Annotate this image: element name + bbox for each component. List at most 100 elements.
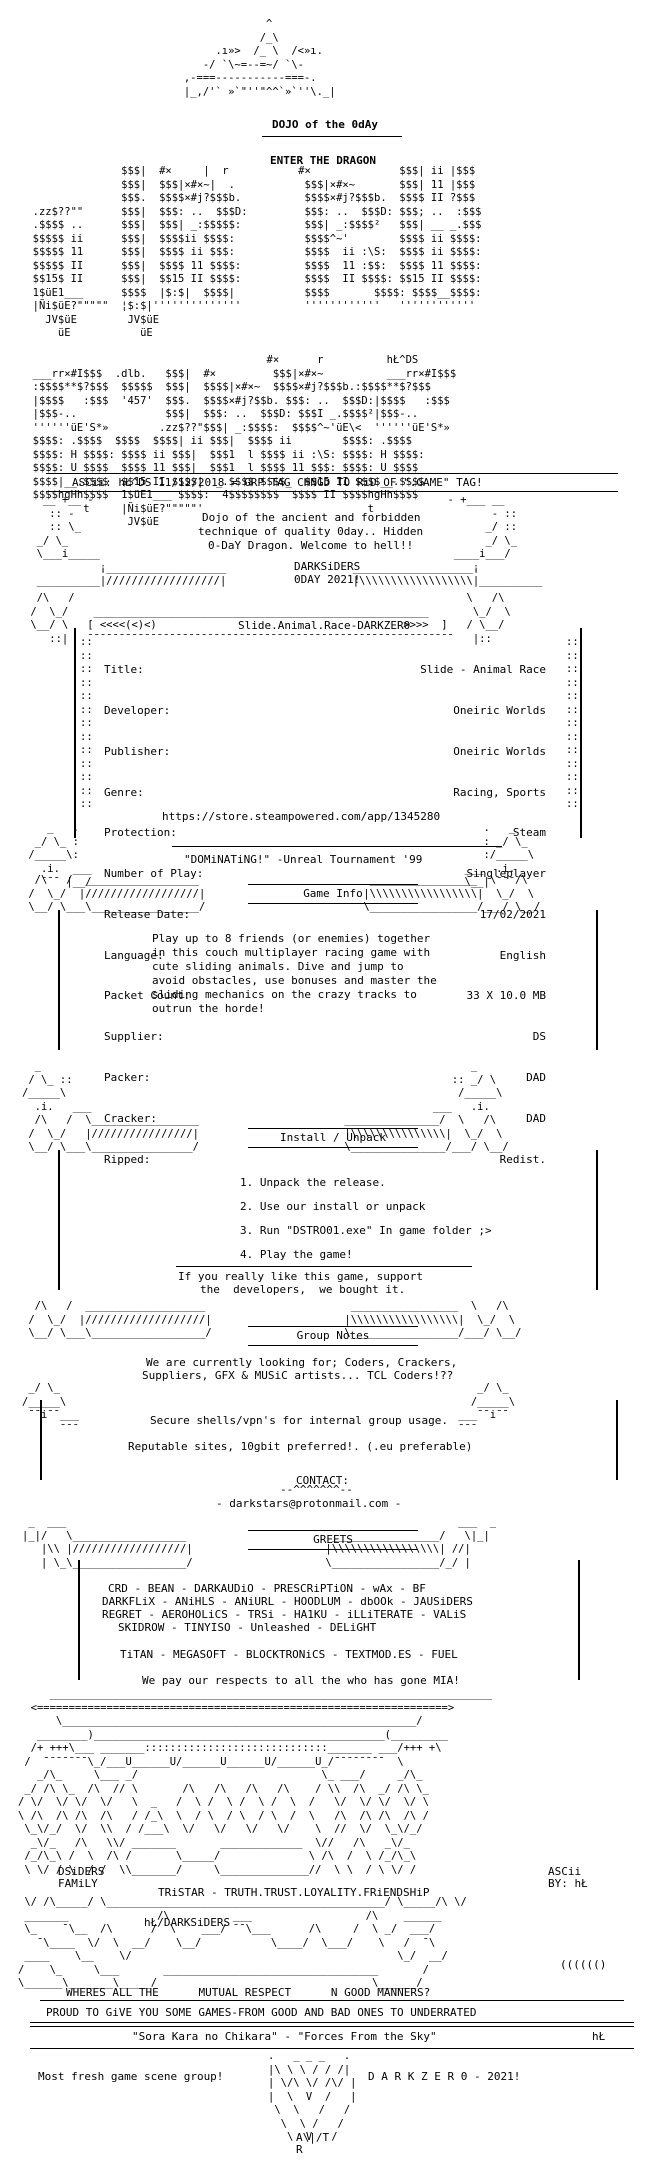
footer-chevrons: (((((() [560,1958,607,1971]
contact-label: CONTACT: [296,1474,349,1487]
game-info-line-4: avoid obstacles, use bonuses and master … [152,974,437,987]
greets-header-art: _ ___ ___ _ |_|/ \__________________ ___… [22,1516,497,1569]
footer-bridge-art: ________________________________________… [18,1688,493,1876]
sora-underline [30,2048,634,2049]
footer-signature: hŁ/DARKSiDERS [144,1916,231,1929]
quote-top-line [172,846,502,847]
footer-motto: TRiSTAR - TRUTH.TRUST.LOYALITY.FRiENDSHi… [158,1886,430,1899]
ascii-line-bottom [46,491,618,492]
release-name: Slide.Animal.Race-DARKZER0 [238,619,411,632]
section-group-notes: Group Notes [248,1326,418,1346]
release-info-table: Title:Slide - Animal Race Developer:Onei… [104,636,546,1193]
install-header-art: _ _ / \_ :: :: _/ \ /_____\ [22,1060,509,1153]
install-step-4: 4. Play the game! [240,1248,353,1261]
manners-underline [40,2000,624,2001]
game-info-line-3: cute sliding animals. Dive and jump to [152,960,404,973]
info-row: Number of Play:Singleplayer [104,867,546,881]
contact-email[interactable]: - darkstars@protonmail.com - [216,1497,402,1510]
intro-line-2: technique of quality 0day.. Hidden [198,525,424,538]
notes-header-art: /\ / ___________________ _______________… [28,1300,522,1339]
install-step-3: 3. Run "DSTRO01.exe" In game folder ;> [240,1224,492,1237]
info-row: Cracker:DAD [104,1111,546,1125]
footer-fresh: Most fresh game scene group! [38,2070,224,2083]
footer-manners: WHERES ALL THE MUTUAL RESPECT N GOOD MAN… [66,1986,431,1999]
proud-underline [30,2022,634,2027]
intro-line-1: Dojo of the ancient and forbidden [202,511,421,524]
footer-art-letters: A\|/T R [296,2131,330,2156]
info-row: Developer:Oneiric Worlds [104,703,546,717]
footer-sora: "Sora Kara no Chikara" - "Forces From th… [132,2030,437,2043]
install-left-border [58,1150,60,1290]
info-row: Title:Slide - Animal Race [104,663,546,677]
greets-line-5: TiTAN - MEGASOFT - BLOCKTRONiCS - TEXTMO… [120,1648,458,1661]
quote-frame-art: _ . . _ _/ \_ : : _/ \_ /_____\: [28,822,535,888]
info-right-colons: :: :: :: :: :: :: :: :: :: :: :: :: :: [566,636,579,810]
notes2-line-2: Reputable sites, 10gbit preferred!. (.eu… [128,1440,473,1453]
game-right-border [596,910,598,1050]
contact-wave: --^^^^^^^-- [280,1483,353,1496]
greets-line-2: DARKFLiX - ANiHLS - ANiURL - HOODLUM - d… [102,1595,473,1608]
notes-line-1: We are currently looking for; Coders, Cr… [146,1356,458,1369]
greets-left-border [78,1560,80,1680]
logo-letters-art: $$$| #× | r #× $$$| ii |$$$ $$$| $$$|×#×… [32,165,482,528]
install-step-1: 1. Unpack the release. [240,1176,386,1189]
ascii-line-top [46,473,618,474]
notes2-line-1: Secure shells/vpn's for internal group u… [150,1414,449,1427]
intro-frame-art: __ +__ - - +___ __ :: - - :: :: \_ [36,494,543,587]
game-info-line-2: in this couch multiplayer racing game wi… [152,946,431,959]
info-right-border [580,628,582,838]
footer-sora-tag: hŁ [592,2030,606,2043]
greets-line-3: REGRET - AEROHOLiCS - TRSi - HA1KU - iLL… [102,1608,467,1621]
logo-enter-dragon: ENTER THE DRAGON [270,154,376,167]
info-row: Language:English [104,948,546,962]
support-line-2: the developers, we bought it. [200,1283,406,1296]
intro-line-3: 0-DaY Dragon. Welcome to hell!! [208,539,414,552]
greets-line-1: CRD - BEAN - DARKAUDiO - PRESCRiPTiON - … [108,1582,426,1595]
notes-mid-art: _/ \_ _/ \_ /_____\ /_____\ ¯¯i¯¯___ [22,1382,516,1435]
info-row: Publisher:Oneiric Worlds [104,744,546,758]
ascii-line-text: ASCii: hŁ^DS 11/12/2018 = GRP TAG CHNGD … [72,476,483,489]
game-info-header-art: /\ / __________________ ________________… [28,874,541,913]
info-row: Supplier:DS [104,1030,546,1044]
store-link[interactable]: https://store.steampowered.com/app/13452… [162,810,441,823]
game-left-border [58,910,60,1050]
info-left-colons: :: :: :: :: :: :: :: :: :: :: :: :: :: [80,636,93,810]
info-row: Packet Count:33 X 10.0 MB [104,989,546,1003]
footer-dragon-tail-art: . _ _ _ . |\ \ \ / / /| | \/\ \/ /\/ | |… [268,2050,357,2143]
dragon-logo-art: ^ /_\ .ı»> /_ \ /<»ı. -/ `\~=--=~/ `\- ,… [183,18,336,98]
ascii-by-label: ASCii BY: hŁ [548,1865,588,1890]
respect-line: We pay our respects to all the who has g… [142,1674,460,1687]
info-row: Packer:DAD [104,1071,546,1084]
info-row: Protection:Steam [104,826,546,840]
section-install: Install / Unpack [248,1128,418,1148]
support-line-1: If you really like this game, support [178,1270,424,1283]
game-info-line-5: sliding mechanics on the crazy tracks to [152,988,417,1001]
footer-proud: PROUD TO GiVE YOU SOME GAMES-FROM GOOD A… [46,2006,477,2019]
family-label: DSiDERS FAMiLY [58,1865,105,1890]
group-tagline: 0DAY 2021! [294,573,361,586]
group-name: DARKSiDERS [294,560,361,573]
logo-dojo-label: DOJO of the 0dAy [272,118,378,131]
install-right-border [596,1150,598,1290]
notes-right-border [616,1400,618,1480]
greets-line-4: SKIDROW - TINYISO - Unleashed - DELiGHT [118,1621,377,1634]
section-game-info: Game Info [248,884,418,904]
support-divider [176,1266,472,1267]
info-row: Release Date:17/02/2021 [104,907,546,921]
release-bar-art: /\ / \ /\ / \_/ ________________________… [30,592,511,645]
notes-line-2: Suppliers, GFX & MUSiC artists... TCL Co… [142,1369,454,1382]
footer-darkzero: D A R K Z E R 0 - 2021! [368,2070,521,2083]
notes-left-border [40,1400,42,1480]
footer-lower-art: \/ /\_____/ \___________________________… [18,1896,467,1989]
install-step-2: 2. Use our install or unpack [240,1200,426,1213]
info-row: Genre:Racing, Sports [104,785,546,799]
game-info-line-1: Play up to 8 friends (or enemies) togeth… [152,932,431,945]
info-left-border [74,628,76,838]
info-row: Ripped:Redist. [104,1152,546,1166]
game-info-line-6: outrun the horde! [152,1002,265,1015]
section-greets: GREETS [248,1530,418,1550]
logo-divider [262,136,402,137]
quote-text: "DOMiNATiNG!" -Unreal Tournament '99 [184,853,423,866]
greets-right-border [578,1560,580,1680]
